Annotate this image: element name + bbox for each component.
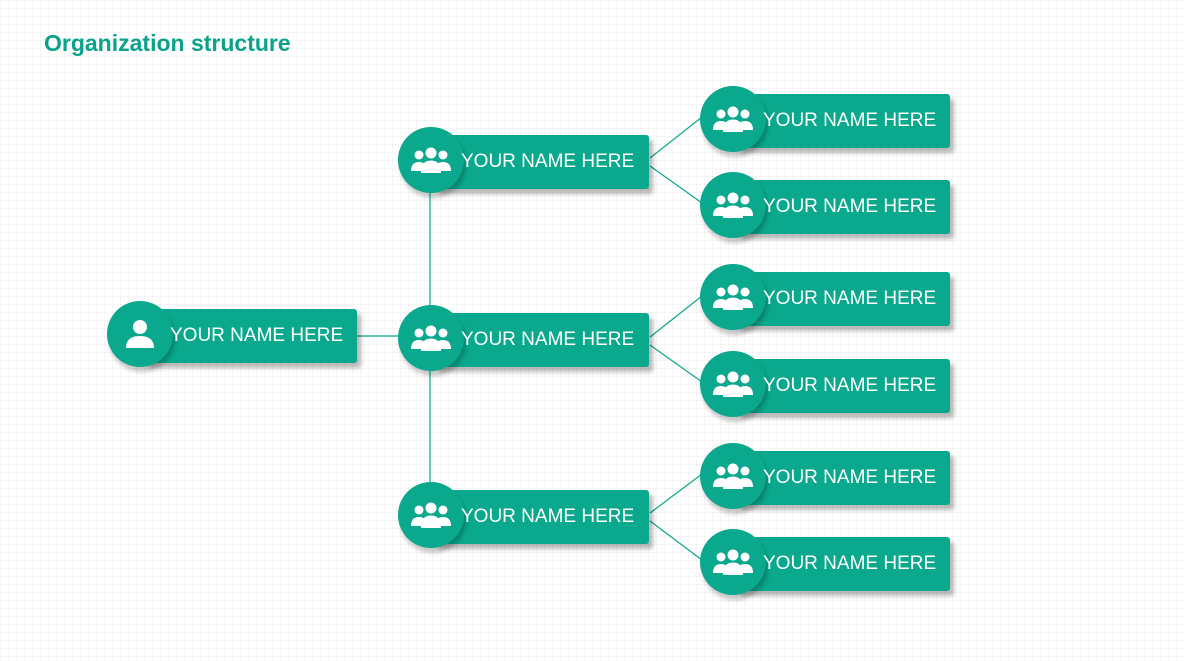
connector-m3-r2 bbox=[649, 520, 703, 561]
node-icon-circle bbox=[398, 305, 464, 371]
connector-m2-r2 bbox=[649, 344, 703, 383]
node-icon-circle bbox=[700, 443, 766, 509]
person-icon bbox=[126, 320, 154, 348]
group-icon bbox=[411, 325, 451, 351]
org-node-manager-1[interactable]: YOUR NAME HERE bbox=[398, 127, 649, 193]
connector-m3-r1 bbox=[649, 473, 703, 514]
node-label: YOUR NAME HERE bbox=[763, 467, 937, 488]
node-bar bbox=[736, 359, 950, 413]
node-bar bbox=[143, 309, 357, 363]
node-icon-circle bbox=[398, 482, 464, 548]
node-icon-circle bbox=[700, 264, 766, 330]
connector-m2-r1 bbox=[649, 295, 703, 338]
node-label: YOUR NAME HERE bbox=[763, 196, 937, 217]
group-icon bbox=[713, 549, 753, 575]
page-title: Organization structure bbox=[44, 30, 291, 56]
node-label: YOUR NAME HERE bbox=[461, 506, 635, 527]
org-node-report-3-2[interactable]: YOUR NAME HERE bbox=[700, 529, 950, 595]
org-node-manager-2[interactable]: YOUR NAME HERE bbox=[398, 305, 649, 371]
group-icon bbox=[713, 192, 753, 218]
group-icon bbox=[411, 147, 451, 173]
node-icon-circle bbox=[700, 172, 766, 238]
node-icon-circle bbox=[700, 351, 766, 417]
node-bar bbox=[736, 537, 950, 591]
org-node-root[interactable]: YOUR NAME HERE bbox=[107, 301, 357, 367]
node-bar bbox=[736, 94, 950, 148]
node-bar bbox=[736, 180, 950, 234]
group-icon bbox=[713, 284, 753, 310]
org-node-report-2-1[interactable]: YOUR NAME HERE bbox=[700, 264, 950, 330]
node-bar bbox=[736, 451, 950, 505]
group-icon bbox=[713, 463, 753, 489]
org-node-manager-3[interactable]: YOUR NAME HERE bbox=[398, 482, 649, 548]
node-label: YOUR NAME HERE bbox=[763, 375, 937, 396]
group-icon bbox=[713, 371, 753, 397]
node-bar bbox=[434, 313, 649, 367]
node-label: YOUR NAME HERE bbox=[461, 329, 635, 350]
node-icon-circle bbox=[107, 301, 173, 367]
connector-m1-r2 bbox=[649, 165, 703, 204]
node-bar bbox=[736, 272, 950, 326]
node-bar bbox=[434, 135, 649, 189]
node-label: YOUR NAME HERE bbox=[763, 288, 937, 309]
node-bar bbox=[434, 490, 649, 544]
node-icon-circle bbox=[398, 127, 464, 193]
org-node-report-3-1[interactable]: YOUR NAME HERE bbox=[700, 443, 950, 509]
node-icon-circle bbox=[700, 86, 766, 152]
group-icon bbox=[411, 502, 451, 528]
node-label: YOUR NAME HERE bbox=[461, 151, 635, 172]
node-label: YOUR NAME HERE bbox=[763, 110, 937, 131]
connector-m1-r1 bbox=[649, 116, 703, 159]
org-node-report-2-2[interactable]: YOUR NAME HERE bbox=[700, 351, 950, 417]
group-icon bbox=[713, 106, 753, 132]
node-icon-circle bbox=[700, 529, 766, 595]
node-label: YOUR NAME HERE bbox=[763, 553, 937, 574]
org-node-report-1-2[interactable]: YOUR NAME HERE bbox=[700, 172, 950, 238]
node-label: YOUR NAME HERE bbox=[170, 325, 344, 346]
org-node-report-1-1[interactable]: YOUR NAME HERE bbox=[700, 86, 950, 152]
